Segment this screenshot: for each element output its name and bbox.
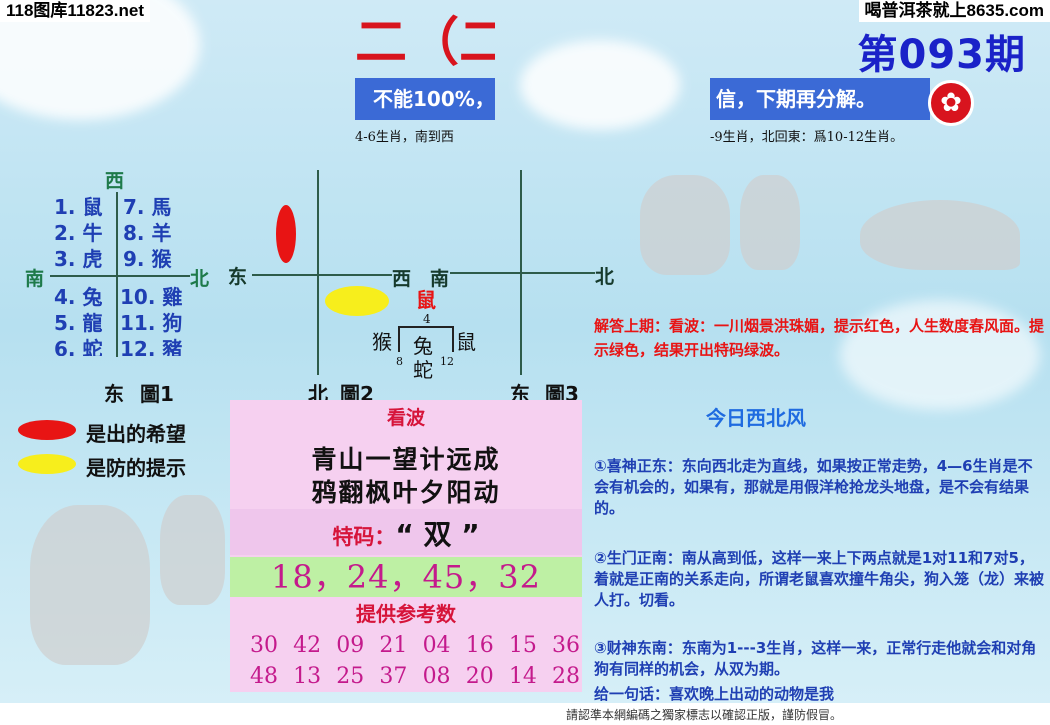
mini-cross-number: 12 [440, 355, 454, 368]
title-fragment: 二（二 [355, 12, 495, 68]
cloud-decoration [840, 300, 1040, 410]
figure2-vertical-line [317, 170, 319, 375]
reference-number: 25 [336, 664, 365, 689]
direction-west: 南 [25, 268, 45, 290]
reference-row-2: 48 13 25 37 08 20 14 28 [250, 664, 580, 689]
zodiac-item: 11. 狗 [120, 311, 183, 335]
cartoon-figure-image [160, 495, 225, 605]
tema-line: 特码：“ 双 ” [230, 513, 582, 553]
reference-title: 提供参考数 [356, 602, 456, 626]
zodiac-item: 9. 猴 [123, 247, 172, 271]
reference-number: 16 [465, 633, 494, 658]
mini-cross-bottom: 蛇 [413, 358, 433, 382]
bauhinia-flag-icon: ✿ [928, 80, 974, 126]
footer-note: 請認準本網編碼之獨家標志以確認正版，謹防假冒。 [566, 708, 843, 722]
figure2-hidden-mark: 鼠 [416, 288, 436, 312]
zodiac-item: 10. 雞 [120, 285, 183, 309]
direction-north: 西 [105, 170, 125, 192]
subtitle-left: 4-6生肖，南到西 [355, 130, 454, 145]
reference-number: 28 [551, 664, 580, 689]
reference-number: 13 [293, 664, 322, 689]
tema-value: “ 双 ” [395, 518, 480, 551]
site-watermark-left: 118图库11823.net [0, 0, 150, 22]
figure1-south: 东 [104, 382, 124, 406]
kanbo-title: 看波 [386, 407, 425, 429]
figure2-red-mark [276, 205, 296, 263]
zodiac-item: 2. 牛 [54, 221, 103, 245]
paragraph-4: 给一句话：喜欢晚上出动的动物是我 [594, 685, 835, 703]
figure3-east: 北 [595, 266, 615, 288]
site-watermark-right: 喝普洱茶就上8635.com [858, 0, 1050, 22]
reference-row-1: 30 42 09 21 04 16 15 36 [250, 633, 580, 658]
reference-number: 08 [422, 664, 451, 689]
figure2-east: 西 [392, 268, 412, 290]
legend-yellow-oval [18, 454, 76, 474]
cartoon-figure-image [740, 175, 800, 270]
issue-number: 第093期 [857, 32, 1026, 78]
reference-number: 42 [293, 633, 322, 658]
cartoon-horse-image [30, 505, 150, 665]
zodiac-item: 7. 馬 [123, 195, 172, 219]
zodiac-item: 3. 虎 [54, 247, 103, 271]
mini-cross-left: 猴 [372, 330, 392, 354]
reference-number: 37 [379, 664, 408, 689]
zodiac-group-left-top: 1. 鼠 2. 牛 3. 虎 [54, 194, 102, 272]
paragraph-3: ③财神东南：东南为1---3生肖，这样一来，正常行走他就会和对角狗有同样的机会，… [594, 639, 1037, 678]
numbers-band [230, 557, 582, 597]
reference-number: 30 [250, 633, 278, 658]
zodiac-item: 6. 蛇 [54, 337, 103, 356]
zodiac-group-right-bottom: 10. 雞 11. 狗 12. 豬 [120, 284, 182, 356]
zodiac-item: 4. 兔 [54, 285, 103, 309]
figure2-west: 东 [228, 266, 248, 288]
cloud-decoration [520, 40, 680, 130]
mini-cross-right: 鼠 [456, 330, 476, 354]
figure2-yellow-mark [325, 286, 389, 316]
figure3-west: 南 [430, 268, 450, 290]
direction-east: 北 [190, 268, 210, 290]
tema-prefix: 特码： [332, 525, 396, 549]
paragraph-2: ②生门正南：南从高到低，这样一来上下两点就是1对11和7对5，着就是正南的关系走… [594, 549, 1045, 609]
cartoon-moon-image [860, 200, 1020, 270]
mini-cross-number: 8 [396, 355, 403, 368]
legend-red-label: 是出的希望 [86, 422, 186, 446]
reference-number: 15 [508, 633, 537, 658]
reference-number: 04 [422, 633, 451, 658]
banner-right: 信，下期再分解。 [710, 78, 930, 120]
legend-yellow-label: 是防的提示 [86, 456, 186, 480]
compass-horizontal-line [50, 275, 190, 277]
legend-red-oval [18, 420, 76, 440]
poem-line-2: 鸦翻枫叶夕阳动 [311, 478, 501, 507]
subtitle-right: -9生肖，北回東：爲10-12生肖。 [710, 130, 904, 145]
reference-number: 36 [551, 633, 580, 658]
zodiac-item: 8. 羊 [123, 221, 172, 245]
previous-answer: 解答上期：看波：一川烟景洪珠媚，提示红色，人生数度春风面。提示绿色，结果开出特码… [594, 317, 1045, 359]
compass-vertical-line [116, 192, 118, 357]
mini-cross-number: 4 [423, 312, 431, 326]
zodiac-item: 12. 豬 [120, 337, 183, 356]
reference-number: 21 [379, 633, 408, 658]
zodiac-group-right-top: 7. 馬 8. 羊 9. 猴 [123, 194, 171, 272]
footer-bar [0, 703, 1050, 725]
poem-line-1: 青山一望计远成 [311, 445, 501, 474]
zodiac-group-left-bottom: 4. 兔 5. 龍 6. 蛇 [54, 284, 102, 356]
zodiac-item: 1. 鼠 [54, 195, 103, 219]
figure2-horizontal-line [252, 274, 392, 276]
banner-left: 不能100%， [355, 78, 495, 120]
figure1-caption: 圖1 [140, 382, 174, 406]
reference-number: 09 [336, 633, 365, 658]
zodiac-item: 5. 龍 [54, 311, 103, 335]
tema-band [230, 509, 582, 555]
cartoon-horse-image [640, 175, 730, 275]
mini-cross-center: 兔 [413, 334, 433, 358]
paragraph-1: ①喜神正东：东向西北走为直线，如果按正常走势，4—6生肖是不会有机会的，如果有，… [594, 457, 1033, 517]
reference-number: 48 [250, 664, 278, 689]
reference-number: 14 [508, 664, 537, 689]
mini-cross-box [398, 326, 454, 352]
reference-number: 20 [465, 664, 494, 689]
key-numbers: 18，24，45，32 [271, 558, 541, 596]
figure3-horizontal-line [450, 272, 595, 274]
wind-title: 今日西北风 [706, 406, 806, 430]
